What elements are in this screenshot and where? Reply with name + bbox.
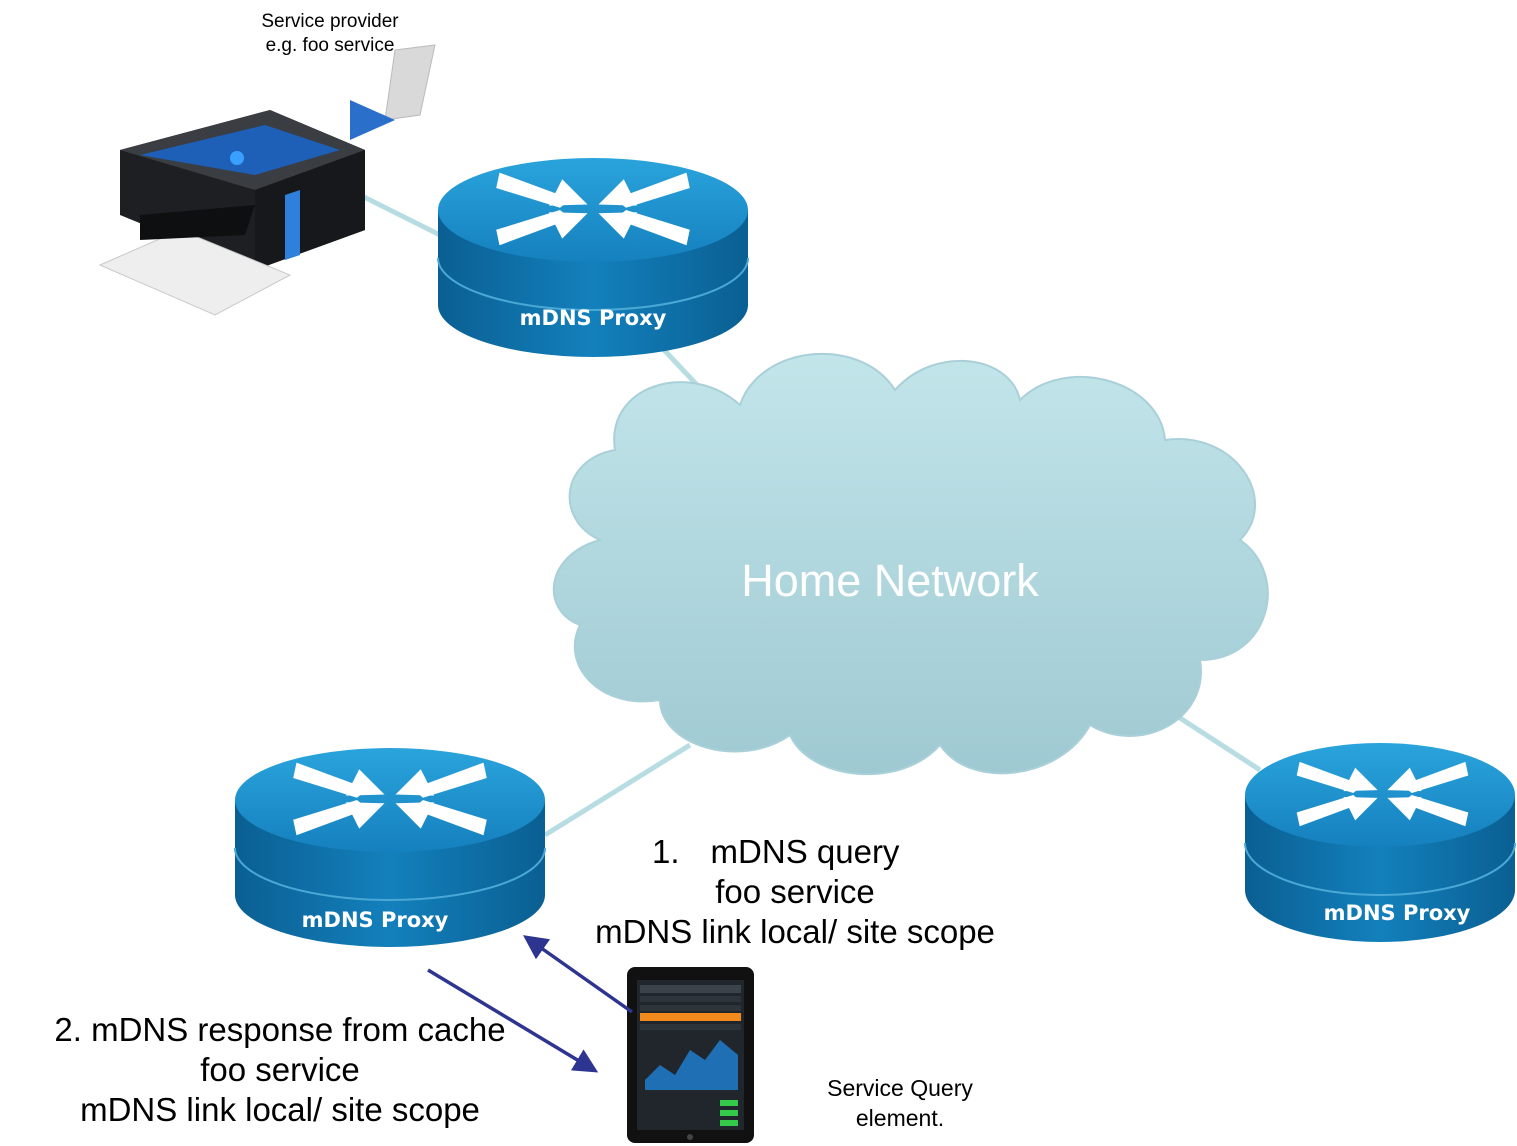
response-label-line1: 2. mDNS response from cache: [54, 1011, 506, 1048]
client-label-line2: element.: [855, 1105, 945, 1131]
client-label-line1: Service Query: [827, 1075, 973, 1101]
link-cloud-to-left-proxy: [543, 742, 692, 838]
query-label-line3: mDNS link local/ site scope: [595, 913, 995, 950]
link-printer-to-top-proxy: [358, 192, 452, 243]
printer-icon: [98, 44, 436, 316]
cloud-icon: [552, 352, 1269, 776]
router-right: [1244, 743, 1516, 942]
query-label: 1. mDNS query foo service mDNS link loca…: [555, 832, 1035, 952]
message-arrows: [427, 935, 634, 1073]
response-label-line3: mDNS link local/ site scope: [80, 1091, 480, 1128]
router-left: [234, 748, 546, 947]
router-right-label: mDNS Proxy: [1324, 901, 1471, 925]
query-label-line1: 1. mDNS query: [555, 832, 1035, 872]
query-arrow: [522, 935, 634, 1014]
client-label: Service Query element.: [780, 1073, 1020, 1133]
provider-label-line1: Service provider: [261, 11, 399, 32]
provider-label: Service provider e.g. foo service: [230, 10, 430, 58]
response-label-line2: foo service: [200, 1051, 360, 1088]
query-step-number: 1.: [652, 833, 680, 870]
cloud-label: Home Network: [741, 555, 1039, 606]
router-top: [437, 158, 749, 357]
tablet-icon: [627, 967, 754, 1143]
response-arrow: [427, 968, 599, 1073]
provider-label-line2: e.g. foo service: [265, 35, 395, 56]
query-line1: mDNS query: [710, 833, 900, 870]
response-label: 2. mDNS response from cache foo service …: [0, 1010, 560, 1130]
router-left-label: mDNS Proxy: [302, 908, 449, 932]
router-top-label: mDNS Proxy: [520, 306, 667, 330]
query-label-line2: foo service: [715, 873, 875, 910]
